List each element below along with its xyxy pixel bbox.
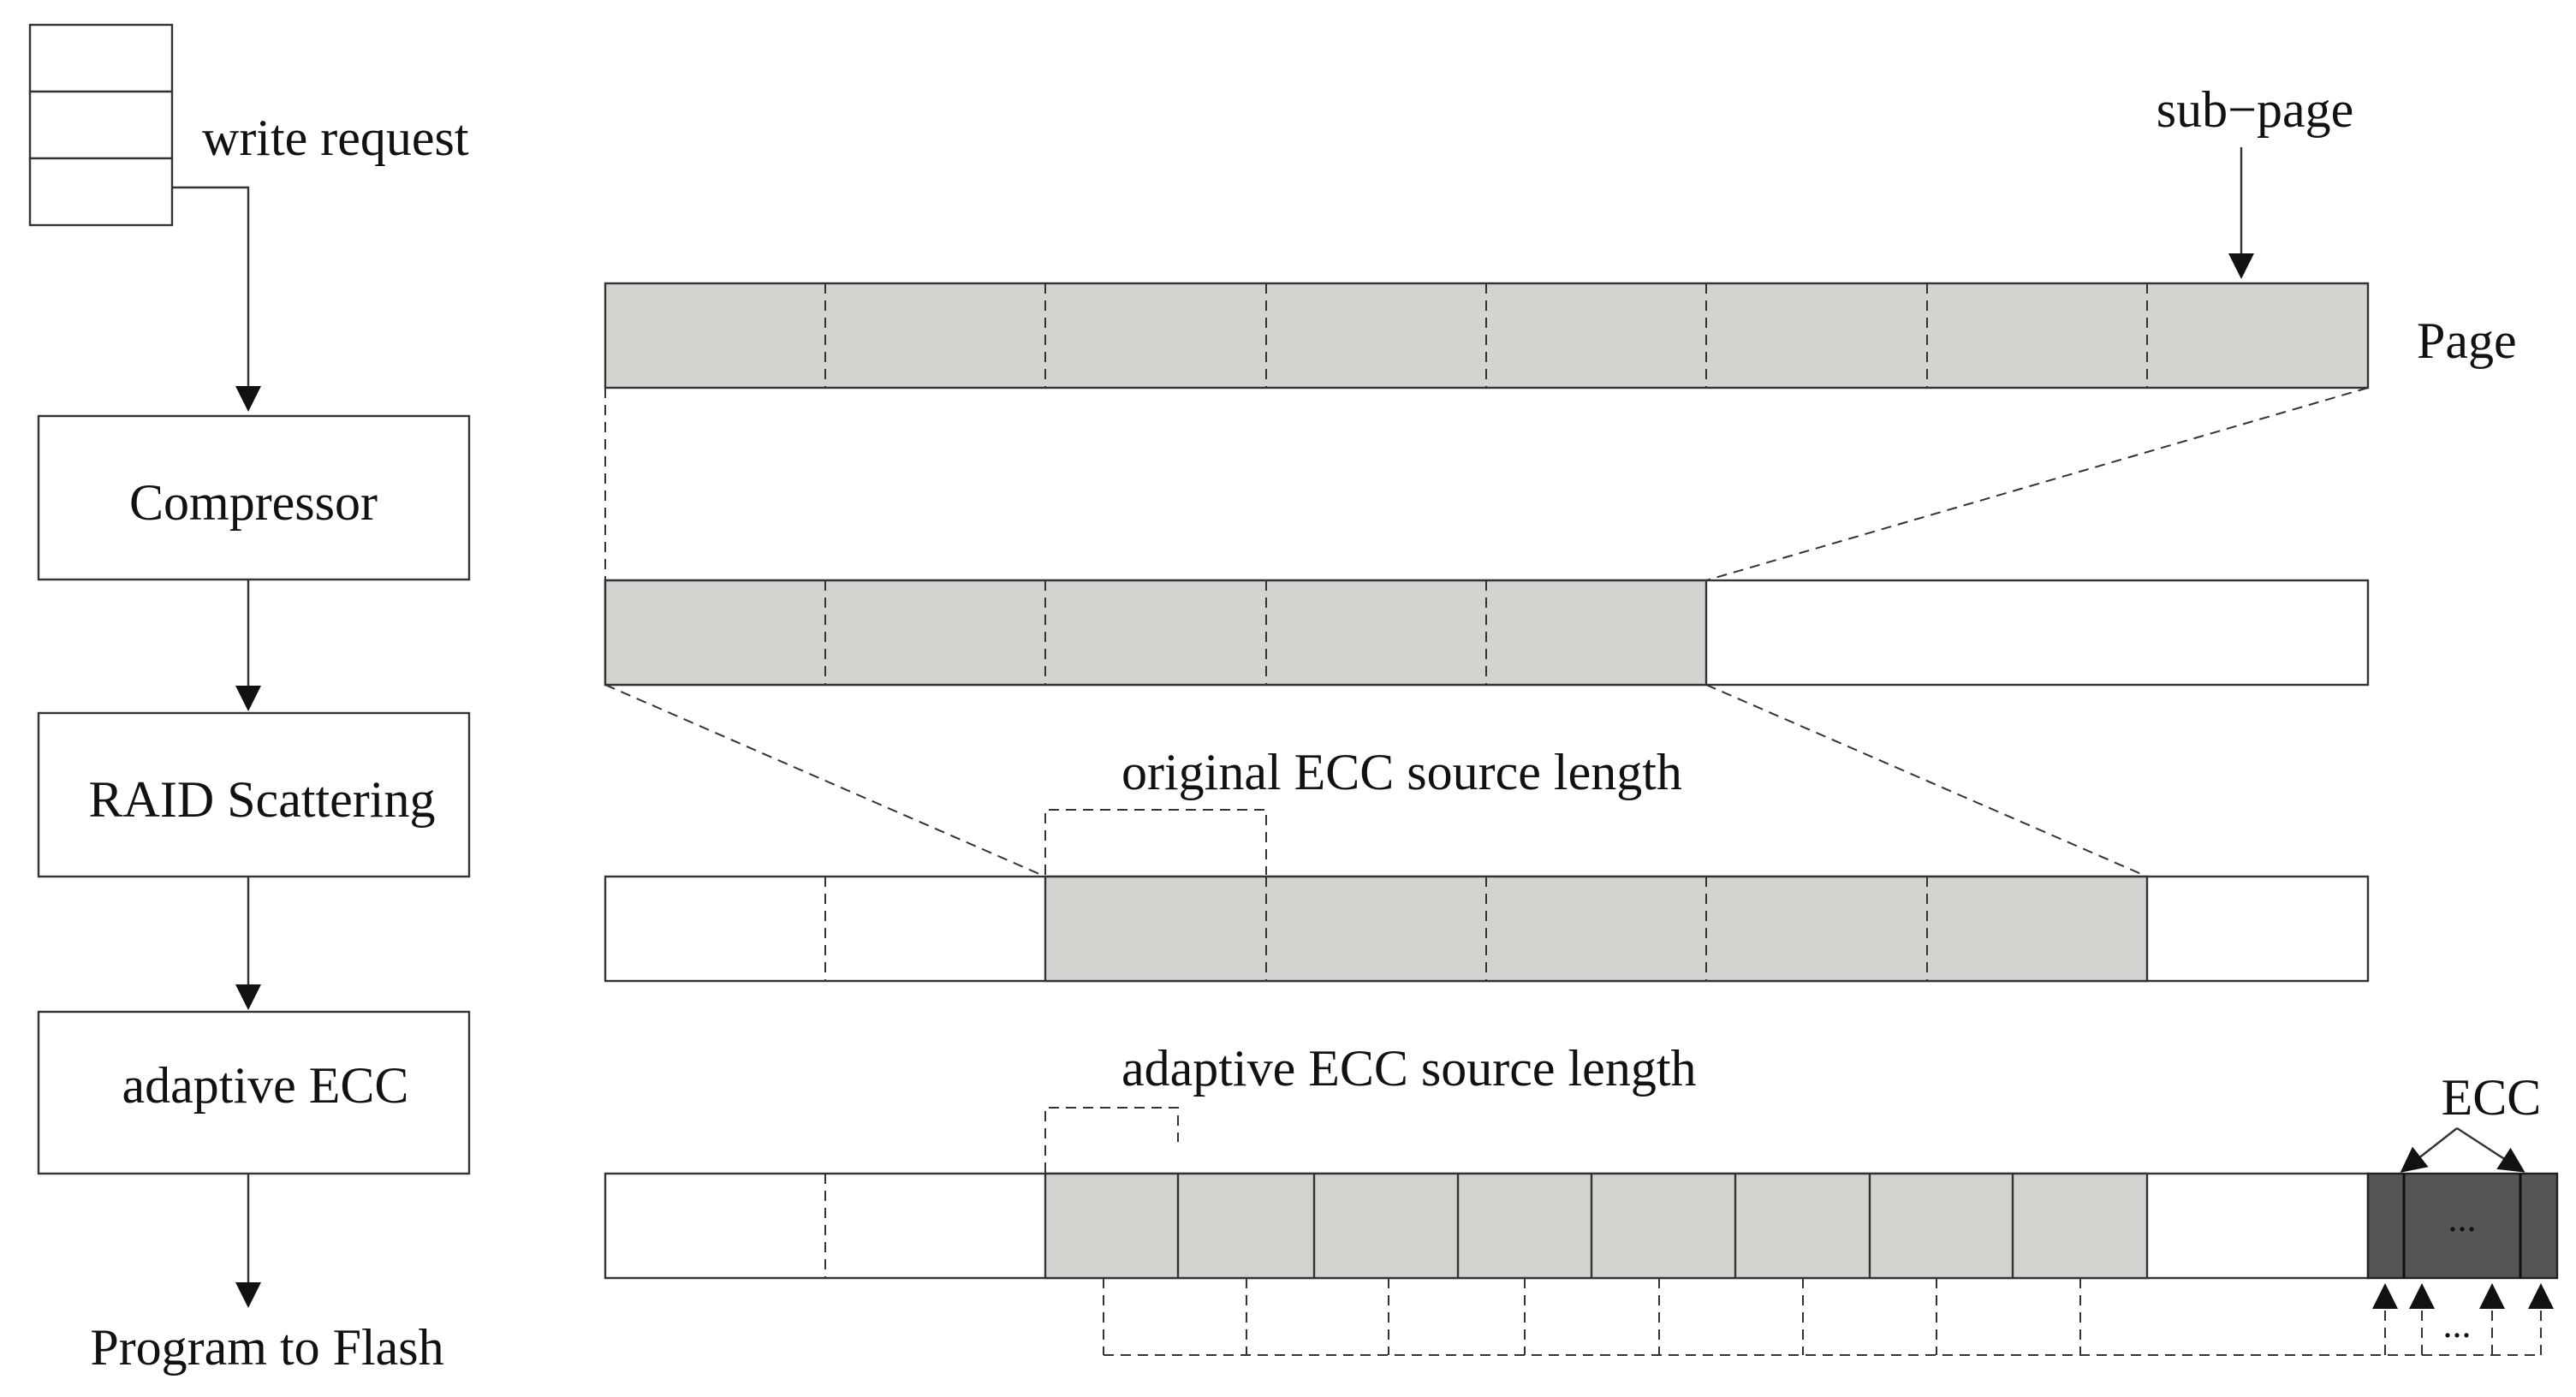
- compressed-row-dividers: [824, 580, 1487, 685]
- ecc-label: ECC: [2442, 1069, 2542, 1126]
- write-request-label: write request: [202, 110, 469, 166]
- page-row-dividers: [824, 283, 2148, 388]
- codeword-feedback-lines: [1103, 1278, 2554, 1356]
- adaptive-ecc-bracket: [1044, 1107, 1179, 1173]
- raid-row: [604, 875, 2370, 983]
- raid-row-dividers: [824, 877, 1928, 981]
- projection-line-2b: [1705, 684, 2148, 877]
- write-request-queue: [28, 23, 174, 227]
- raid-data-fill: [1044, 875, 2149, 983]
- ecc-block-dots: ...: [2448, 1198, 2477, 1239]
- adaptive-ecc-box: adaptive ECC: [37, 1010, 471, 1175]
- adaptive-data-fill: [1044, 1172, 2149, 1280]
- original-ecc-bracket: [1044, 809, 1267, 875]
- compressed-data-fill: [604, 579, 1708, 687]
- sub-page-label: sub−page: [2157, 81, 2353, 138]
- adaptive-ecc-row: [604, 1172, 2370, 1280]
- ecc-label-arrow-left: [2400, 1127, 2458, 1173]
- ecc-label-arrow-right: [2456, 1127, 2525, 1173]
- compressed-row: [604, 579, 2370, 687]
- raid-scattering-label: RAID Scattering: [89, 771, 436, 828]
- projection-line-2a: [604, 684, 1046, 877]
- adaptive-ecc-source-length-label: adaptive ECC source length: [1121, 1040, 1696, 1097]
- projection-line-1b: [1705, 387, 2369, 581]
- feedback-dots: ...: [2443, 1304, 2472, 1346]
- compressor-box: Compressor: [37, 414, 471, 581]
- program-to-flash-label: Program to Flash: [90, 1319, 443, 1376]
- ecc-parity-block: ...: [2366, 1172, 2559, 1280]
- page-label: Page: [2417, 312, 2517, 369]
- adaptive-row-dividers: [824, 1174, 2014, 1278]
- arrow-request-to-compressor: [172, 186, 261, 412]
- original-ecc-source-length-label: original ECC source length: [1121, 744, 1682, 800]
- compressor-label: Compressor: [129, 474, 378, 531]
- raid-scattering-box: RAID Scattering: [37, 711, 471, 878]
- adaptive-ecc-label: adaptive ECC: [122, 1057, 409, 1114]
- page-row: [604, 282, 2370, 389]
